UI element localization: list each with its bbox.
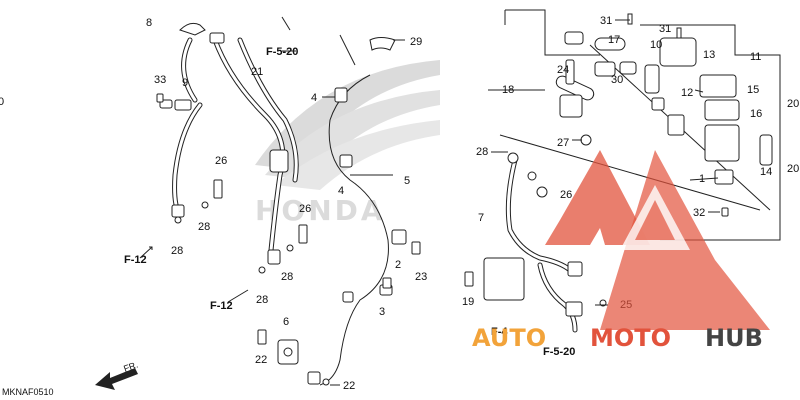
callout-28-d: 28 [256, 294, 268, 306]
callout-edge-0: 0 [0, 96, 4, 108]
callout-26-left: 26 [215, 155, 227, 167]
callout-28-a: 28 [198, 221, 210, 233]
callout-18: 18 [502, 84, 514, 96]
callout-28-b: 28 [171, 245, 183, 257]
ref-f-5-20-top: F-5-20 [266, 46, 298, 58]
callouts: 8 9 21 33 29 4 4 5 26 26 28 28 28 28 2 2… [0, 15, 799, 392]
callout-10: 10 [650, 39, 662, 51]
callout-12: 12 [681, 87, 693, 99]
automotohub-watermark: AUTO MOTO HUB [472, 150, 770, 352]
callout-26-mid: 26 [299, 203, 311, 215]
callout-31-right: 31 [659, 23, 671, 35]
callout-2: 2 [395, 259, 401, 271]
ref-f-4: F-4 [491, 326, 508, 338]
ref-f-12-mid: F-12 [210, 300, 233, 312]
callout-6: 6 [283, 316, 289, 328]
callout-3: 3 [379, 306, 385, 318]
master-cylinder-assembly [499, 9, 781, 241]
front-direction-arrow: FR. [95, 360, 139, 390]
callout-32: 32 [693, 207, 705, 219]
leader-lines [281, 16, 720, 386]
callout-20-lower: 20 [787, 163, 799, 175]
callout-26-right: 26 [560, 189, 572, 201]
callout-1: 1 [699, 173, 705, 185]
brake-hose-right [464, 152, 607, 333]
watermark-moto: MOTO [590, 324, 671, 352]
fr-label: FR. [122, 360, 139, 374]
callout-22-right: 22 [343, 380, 355, 392]
callout-17: 17 [608, 34, 620, 46]
callout-20-upper: 20 [787, 98, 799, 110]
banjo-bolts-left [156, 93, 421, 289]
callout-27: 27 [557, 137, 569, 149]
callout-7: 7 [478, 212, 484, 224]
callout-19: 19 [462, 296, 474, 308]
callout-33: 33 [154, 74, 166, 86]
callout-28-right: 28 [476, 146, 488, 158]
callout-23: 23 [415, 271, 427, 283]
ref-f-12-left: F-12 [124, 254, 147, 266]
callout-30: 30 [611, 74, 623, 86]
callout-13: 13 [703, 49, 715, 61]
honda-wing-logo: HONDA [255, 60, 440, 227]
reference-labels: F-5-20 F-12 F-12 F-4 F-5-20 [124, 46, 575, 358]
callout-14: 14 [760, 166, 772, 178]
callout-29: 29 [410, 36, 422, 48]
diagram-code: MKNAF0510 [2, 387, 54, 397]
sensor-bracket [257, 329, 330, 386]
callout-31-left: 31 [600, 15, 612, 27]
callout-28-c: 28 [281, 271, 293, 283]
callout-4-lower: 4 [338, 185, 344, 197]
callout-22-left: 22 [255, 354, 267, 366]
callout-15: 15 [747, 84, 759, 96]
callout-21: 21 [251, 66, 263, 78]
callout-16: 16 [750, 108, 762, 120]
watermark-hub: HUB [705, 324, 763, 352]
callout-8: 8 [146, 17, 152, 29]
callout-24: 24 [557, 64, 569, 76]
watermark-auto: AUTO [472, 324, 546, 352]
brake-hose-left [159, 22, 299, 265]
callout-9: 9 [182, 77, 188, 89]
callout-5: 5 [404, 175, 410, 187]
ref-f-5-20-bottom: F-5-20 [543, 346, 575, 358]
callout-11: 11 [750, 51, 761, 63]
callout-4-upper: 4 [311, 92, 317, 104]
